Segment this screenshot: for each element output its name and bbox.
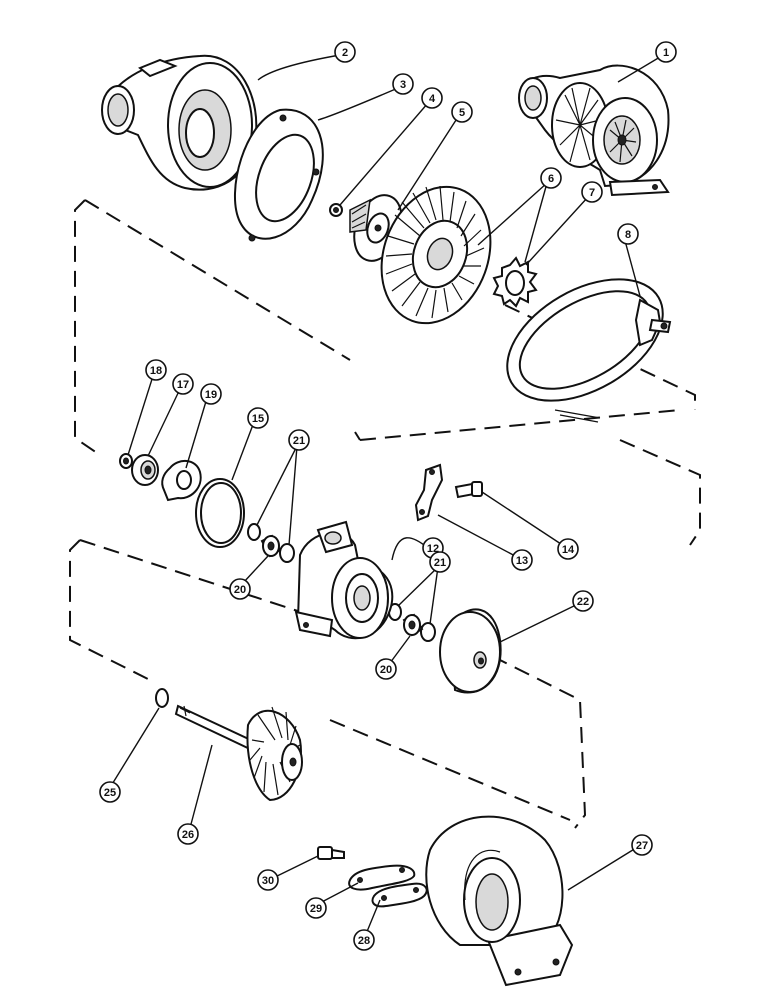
callout-label: 14 bbox=[562, 544, 575, 556]
callout-label: 29 bbox=[310, 903, 322, 915]
callout-19: 19 bbox=[200, 383, 222, 405]
callout-label: 28 bbox=[358, 935, 370, 947]
callout-label: 6 bbox=[548, 173, 554, 185]
callout-label: 22 bbox=[577, 596, 589, 608]
turbine-housing-screw bbox=[317, 846, 345, 860]
dashed-group-lines bbox=[69, 199, 701, 829]
callout-label: 1 bbox=[663, 47, 669, 59]
callout-label: 15 bbox=[252, 413, 264, 425]
callout-label: 21 bbox=[434, 557, 446, 569]
thrust-plate bbox=[161, 460, 202, 502]
callout-18: 18 bbox=[145, 359, 167, 381]
leader-lines bbox=[110, 54, 661, 935]
callout-label: 27 bbox=[636, 840, 648, 852]
journal-bearings bbox=[260, 534, 424, 637]
callout-15: 15 bbox=[247, 407, 269, 429]
callout-3: 3 bbox=[392, 73, 414, 95]
callout-27: 27 bbox=[631, 834, 653, 856]
callout-label: 4 bbox=[429, 93, 436, 105]
callout-label: 26 bbox=[182, 829, 194, 841]
callout-2: 2 bbox=[334, 41, 356, 63]
thrust-collar bbox=[131, 454, 159, 486]
callout-label: 20 bbox=[234, 584, 246, 596]
o-ring-seal bbox=[195, 478, 245, 548]
callout-13: 13 bbox=[511, 549, 533, 571]
heat-shield bbox=[439, 608, 502, 694]
callout-5: 5 bbox=[451, 101, 473, 123]
callout-8: 8 bbox=[617, 223, 639, 245]
turbine-wheel-and-shaft bbox=[174, 704, 303, 802]
callout-25: 25 bbox=[99, 781, 121, 803]
star-lock-washer bbox=[492, 256, 538, 308]
callout-22: 22 bbox=[572, 590, 594, 612]
callout-label: 3 bbox=[400, 79, 406, 91]
turbocharger-assembly bbox=[518, 64, 670, 197]
callout-label: 13 bbox=[516, 555, 528, 567]
callout-4: 4 bbox=[421, 87, 443, 109]
callout-label: 20 bbox=[380, 664, 392, 676]
lock-nut bbox=[329, 203, 343, 217]
callout-1: 1 bbox=[655, 41, 677, 63]
v-band-clamp bbox=[506, 278, 672, 423]
diffuser-plate bbox=[380, 185, 492, 325]
callout-label: 25 bbox=[104, 787, 116, 799]
callout-14: 14 bbox=[557, 538, 579, 560]
clamp-plate bbox=[348, 864, 416, 891]
backplate-ring bbox=[233, 108, 324, 242]
callout-label: 8 bbox=[625, 229, 631, 241]
compressor-housing bbox=[101, 54, 258, 191]
callout-6: 6 bbox=[540, 167, 562, 189]
callout-label: 7 bbox=[589, 187, 595, 199]
callout-7: 7 bbox=[581, 181, 603, 203]
callout-21-upper: 21 bbox=[288, 429, 310, 451]
callout-label: 18 bbox=[150, 365, 162, 377]
callout-label: 5 bbox=[459, 107, 465, 119]
thrust-bearing-nut bbox=[119, 453, 133, 469]
cap-screw bbox=[454, 481, 483, 499]
callout-label: 30 bbox=[262, 875, 274, 887]
piston-ring bbox=[155, 688, 169, 708]
callout-20-lower: 20 bbox=[375, 658, 397, 680]
center-bearing-housing bbox=[294, 520, 394, 640]
snap-rings bbox=[247, 523, 436, 642]
lock-plate bbox=[414, 463, 444, 522]
callout-20-upper: 20 bbox=[229, 578, 251, 600]
callout-26: 26 bbox=[177, 823, 199, 845]
callout-29: 29 bbox=[305, 897, 327, 919]
callout-label: 17 bbox=[177, 379, 189, 391]
turbine-housing bbox=[425, 815, 574, 987]
callout-label: 21 bbox=[293, 435, 305, 447]
callout-30: 30 bbox=[257, 869, 279, 891]
callout-label: 19 bbox=[205, 389, 217, 401]
callout-17: 17 bbox=[172, 373, 194, 395]
callout-28: 28 bbox=[353, 929, 375, 951]
callout-label: 2 bbox=[342, 47, 348, 59]
callout-21-lower: 21 bbox=[429, 551, 451, 573]
housing-lock-plate bbox=[371, 882, 428, 908]
